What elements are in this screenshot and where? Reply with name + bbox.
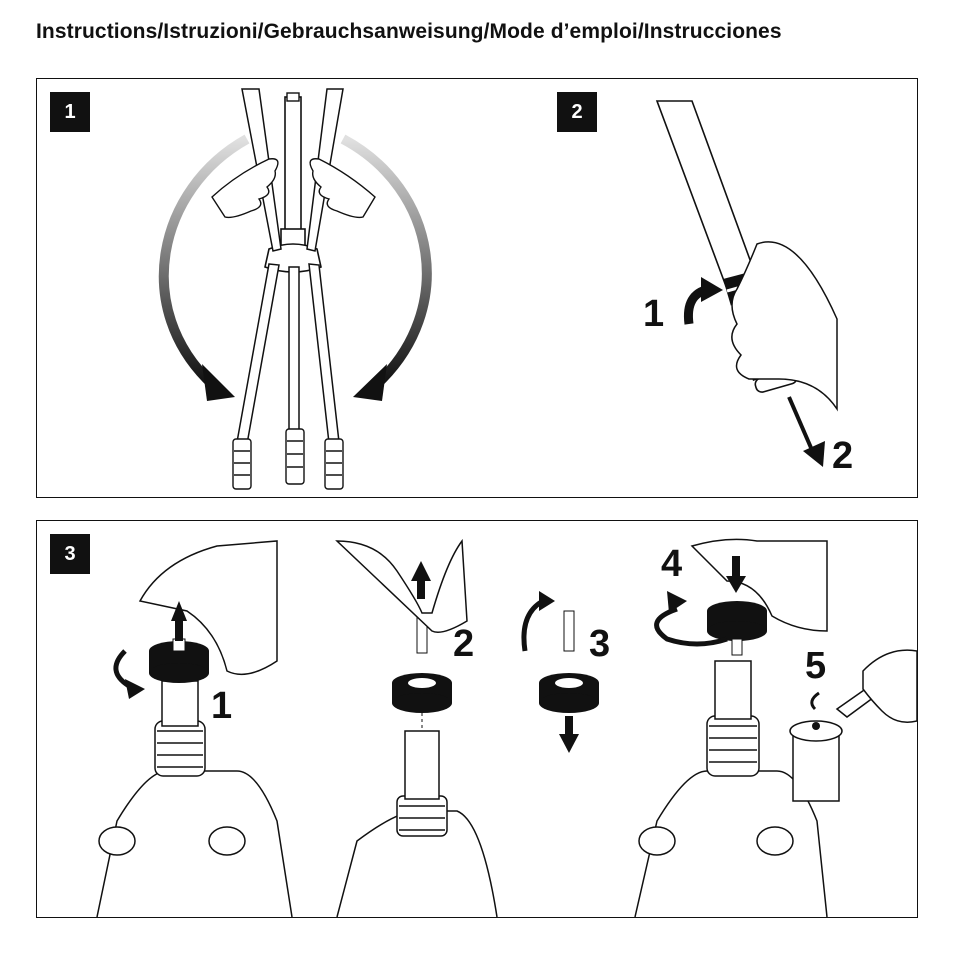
bottom-instruction-panel: 3 [36,520,918,918]
step-label-unscrew-plate: 1 [211,685,233,727]
step-label-pull: 2 [832,435,854,477]
tripod-unfold-illustration [158,88,838,490]
figure-badge-2: 2 [557,92,597,132]
step-label-tighten: 5 [805,645,827,687]
step-label-rotate: 1 [643,293,665,335]
page-title: Instructions/Istruzioni/Gebrauchsanweisu… [36,20,782,43]
figure-badge-3: 3 [50,534,90,574]
top-instruction-panel: 1 2 [36,78,918,498]
step-label-reverse-screw: 3 [589,623,611,665]
step-label-reinsert-plate: 4 [661,543,683,585]
step-label-remove-screw: 2 [453,623,475,665]
figure-badge-1: 1 [50,92,90,132]
column-plate-removal-illustration [96,538,917,917]
